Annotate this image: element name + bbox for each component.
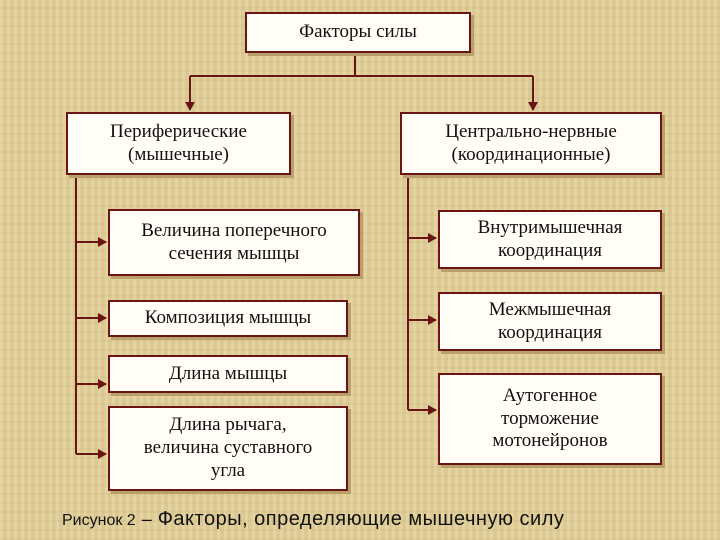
left-item-label: Длина мышцы bbox=[168, 362, 288, 384]
left-item-label: Композиция мышцы bbox=[144, 307, 312, 329]
left-item-label: Величина поперечного сечения мышцы bbox=[141, 219, 327, 264]
root-box: Факторы силы bbox=[245, 12, 471, 53]
peripheral-category-label: Периферические (мышечные) bbox=[110, 120, 247, 165]
caption-prefix: Рисунок 2 bbox=[62, 512, 136, 529]
caption-text: Факторы, определяющие мышечную силу bbox=[157, 508, 565, 530]
left-item-label: Длина рычага, величина суставного угла bbox=[143, 414, 313, 481]
left-item-box: Величина поперечного сечения мышцы bbox=[108, 209, 360, 276]
right-item-box: Межмышечная координация bbox=[438, 292, 662, 351]
right-item-label: Внутримышечная координация bbox=[477, 216, 623, 261]
root-label: Факторы силы bbox=[299, 21, 417, 43]
right-item-box: Аутогенное торможение мотонейронов bbox=[438, 373, 662, 465]
right-item-box: Внутримышечная координация bbox=[438, 210, 662, 269]
right-item-label: Межмышечная координация bbox=[488, 298, 612, 343]
left-item-box: Композиция мышцы bbox=[108, 300, 348, 337]
right-item-label: Аутогенное торможение мотонейронов bbox=[492, 384, 608, 452]
left-item-box: Длина мышцы bbox=[108, 355, 348, 393]
central-category-box: Центрально-нервные (координационные) bbox=[400, 112, 662, 175]
left-item-box: Длина рычага, величина суставного угла bbox=[108, 406, 348, 491]
central-category-label: Центрально-нервные (координационные) bbox=[445, 120, 617, 165]
peripheral-category-box: Периферические (мышечные) bbox=[66, 112, 291, 175]
caption-dash: – bbox=[141, 509, 152, 529]
figure-caption: Рисунок 2–Факторы, определяющие мышечную… bbox=[62, 508, 702, 531]
